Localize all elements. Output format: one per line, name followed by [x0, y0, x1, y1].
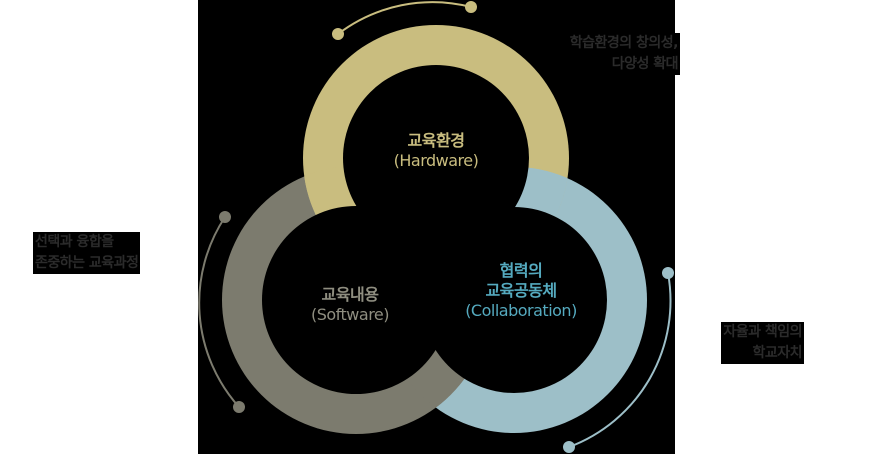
hole-software — [262, 206, 450, 394]
note-collaboration-line2: 학교자치 — [751, 343, 803, 364]
orbit-dot-icon — [332, 28, 344, 40]
hole-hardware — [343, 65, 529, 251]
orbit-dot-icon — [233, 401, 245, 413]
note-hardware: 학습환경의 창의성, 다양성 확대 — [567, 33, 680, 75]
collaboration-orbit — [563, 267, 674, 453]
label-software: 교육내용 (Software) — [290, 285, 410, 325]
collaboration-title-line2: 교육공동체 — [485, 281, 557, 300]
orbit-dot-icon — [563, 441, 575, 453]
software-orbit — [198, 211, 245, 413]
orbit-dot-icon — [219, 211, 231, 223]
note-software: 선택과 융합을 존중하는 교육과정 — [33, 232, 141, 274]
note-hardware-line1: 학습환경의 창의성, — [568, 33, 679, 54]
software-title: 교육내용 — [321, 285, 379, 304]
hardware-title: 교육환경 — [407, 131, 465, 150]
note-software-line1: 선택과 융합을 — [34, 232, 115, 253]
label-collaboration: 협력의 교육공동체 (Collaboration) — [446, 261, 596, 321]
note-collaboration-line1: 자율과 책임의 — [722, 322, 803, 343]
software-subtitle: (Software) — [310, 305, 390, 324]
orbit-dot-icon — [465, 1, 477, 13]
collaboration-title-line1: 협력의 — [499, 261, 543, 280]
note-collaboration: 자율과 책임의 학교자치 — [721, 322, 804, 364]
note-software-line2: 존중하는 교육과정 — [34, 253, 140, 274]
collaboration-subtitle: (Collaboration) — [465, 301, 577, 320]
hole-collaboration — [421, 207, 607, 393]
orbit-dot-icon — [662, 267, 674, 279]
hardware-orbit — [332, 1, 477, 40]
note-hardware-line2: 다양성 확대 — [610, 54, 679, 75]
hardware-subtitle: (Hardware) — [393, 151, 479, 170]
label-hardware: 교육환경 (Hardware) — [376, 131, 496, 171]
